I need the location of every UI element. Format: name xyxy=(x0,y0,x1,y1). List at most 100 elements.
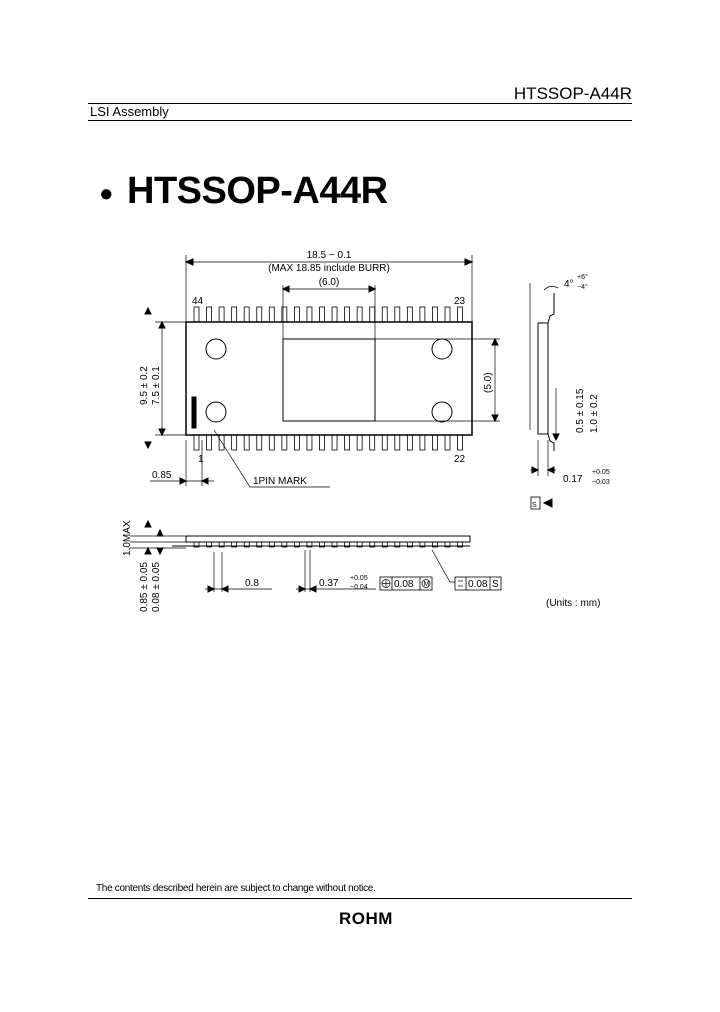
pin-22-label: 22 xyxy=(454,454,466,465)
rohm-logo-text: ROHM xyxy=(339,909,393,928)
lead-length-dim: 0.5 ± 0.15 xyxy=(575,388,586,433)
units-note: (Units : mm) xyxy=(546,598,601,609)
thickness-tol-lower: −0.03 xyxy=(592,479,610,486)
lead xyxy=(369,306,376,323)
foot-dim: 1.0 ± 0.2 xyxy=(589,394,600,433)
mount-hole-tl xyxy=(205,338,227,360)
position-tol-modifier: M xyxy=(424,581,430,588)
lead xyxy=(381,306,388,323)
lead xyxy=(457,434,463,451)
lead xyxy=(206,434,212,451)
lead xyxy=(281,434,288,451)
lead xyxy=(406,541,413,548)
lead-width-tol-upper: +0.05 xyxy=(350,575,368,582)
pin-44-label: 44 xyxy=(192,296,204,307)
lead-width-tol-lower: −0.04 xyxy=(350,584,368,591)
lead xyxy=(306,541,313,548)
mount-hole-tr xyxy=(431,338,453,360)
lead xyxy=(356,306,363,323)
lead xyxy=(394,434,401,451)
lead xyxy=(293,434,300,451)
lead-top xyxy=(547,293,555,324)
lead xyxy=(218,541,225,548)
flatness-box xyxy=(530,496,541,510)
position-tol-value: 0.08 xyxy=(394,579,414,590)
side-view-labels: 4° +6° −4° 0.5 ± 0.15 1.0 ± 0.2 0.17 +0.… xyxy=(532,273,610,509)
pin1-bar xyxy=(191,396,197,429)
lead xyxy=(293,306,300,323)
lead xyxy=(344,541,351,548)
height-max-dim: 1.0MAX xyxy=(122,520,133,556)
width-outer-dim: 9.5 ± 0.2 xyxy=(139,366,150,405)
thickness-dim: 0.17 xyxy=(563,474,583,485)
lead xyxy=(268,306,275,323)
top-view xyxy=(144,255,500,488)
lead xyxy=(344,306,351,323)
pin1-mark-label: 1PIN MARK xyxy=(253,476,307,487)
lead xyxy=(319,306,325,323)
lead xyxy=(419,541,426,548)
lead xyxy=(432,541,438,548)
lead xyxy=(243,434,250,451)
standoff-dim: 0.08 ± 0.05 xyxy=(151,562,162,612)
top-view-labels: 18.5 − 0.1 (MAX 18.85 include BURR) (6.0… xyxy=(139,250,494,487)
lead xyxy=(331,434,338,451)
front-view xyxy=(130,519,502,593)
angle-tol-upper: +6° xyxy=(577,273,588,281)
lead xyxy=(231,306,238,323)
lead xyxy=(218,306,225,323)
header-package-code: HTSSOP-A44R xyxy=(513,84,632,103)
lead xyxy=(243,541,250,548)
side-view xyxy=(529,283,560,510)
exposed-pad xyxy=(282,338,376,422)
lead xyxy=(331,541,338,548)
body-height-dim: 0.85 ± 0.05 xyxy=(139,562,150,612)
lead xyxy=(419,434,426,451)
length-dim: 18.5 − 0.1 xyxy=(307,250,352,261)
pitch-dim: 0.8 xyxy=(245,578,259,589)
side-body xyxy=(537,322,549,435)
lead xyxy=(193,541,200,548)
lead xyxy=(231,434,238,451)
lead xyxy=(306,434,313,451)
page-title: HTSSOP-A44R xyxy=(127,170,388,212)
lead xyxy=(394,541,401,548)
max-note: (MAX 18.85 include BURR) xyxy=(268,263,390,274)
lead xyxy=(256,541,263,548)
coplanarity-datum: S xyxy=(492,579,499,590)
pad-height-dim: (5.0) xyxy=(483,372,494,393)
lead xyxy=(394,306,401,323)
lead xyxy=(406,434,413,451)
lead xyxy=(444,434,451,451)
lead xyxy=(331,306,338,323)
lead xyxy=(306,306,313,323)
lead xyxy=(369,541,376,548)
lead xyxy=(268,541,275,548)
lead xyxy=(319,434,325,451)
lead xyxy=(356,434,363,451)
lead xyxy=(406,306,413,323)
bottom-leads xyxy=(193,434,463,451)
lead xyxy=(381,434,388,451)
lead xyxy=(457,541,463,548)
lead-width-dim: 0.37 xyxy=(319,578,339,589)
lead xyxy=(432,434,438,451)
header-rule-top xyxy=(88,103,632,104)
lead xyxy=(193,434,200,451)
top-leads xyxy=(193,306,463,323)
package-body xyxy=(185,321,473,436)
front-body xyxy=(185,535,471,543)
front-leads xyxy=(193,541,463,548)
front-view-labels: 1.0MAX 0.85 ± 0.05 0.08 ± 0.05 0.8 0.37 … xyxy=(122,520,499,612)
lead xyxy=(444,306,451,323)
lead xyxy=(344,434,351,451)
header-rule-bottom xyxy=(88,120,632,121)
lead xyxy=(381,541,388,548)
datum-arrow xyxy=(542,498,553,508)
lead xyxy=(206,306,212,323)
lead xyxy=(444,541,451,548)
rohm-logo: ROHM xyxy=(339,909,393,928)
pin-23-label: 23 xyxy=(454,296,466,307)
pin-1-label: 1 xyxy=(198,454,204,465)
coplanarity-value: 0.08 xyxy=(468,579,488,590)
